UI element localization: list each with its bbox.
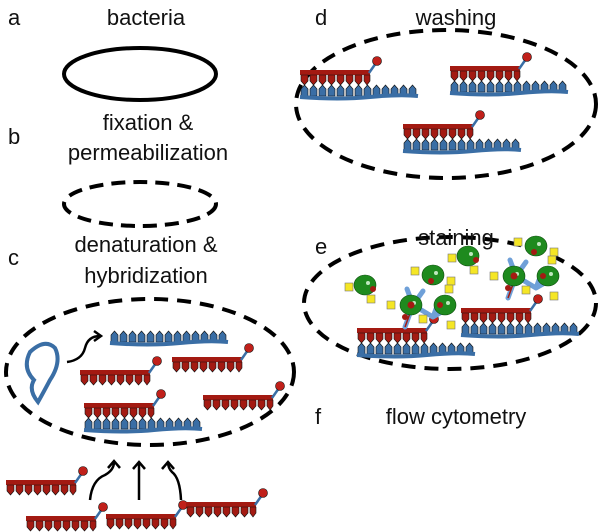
panel-letter-f: f xyxy=(315,404,322,429)
permeabilized-cell xyxy=(62,180,218,228)
panel-letter-c: c xyxy=(8,245,19,270)
antibody-fluorophore-complex xyxy=(345,265,456,329)
panel-title-c-line2: hybridization xyxy=(84,263,208,288)
probe xyxy=(170,342,255,374)
hybridized-probe xyxy=(403,111,521,153)
hybridized-probe xyxy=(300,57,418,99)
panel-title-e: staining xyxy=(418,225,494,250)
panel-title-b-line1: fixation & xyxy=(102,110,194,135)
panel-title-f: flow cytometry xyxy=(385,404,527,429)
panel-letter-e: e xyxy=(315,234,328,259)
probe xyxy=(201,380,286,412)
panel-letter-a: a xyxy=(8,5,21,30)
hybridized-probe xyxy=(461,295,579,337)
genomic-rna-coil xyxy=(24,341,60,406)
panel-letter-d: d xyxy=(315,5,328,30)
hybridized-probe xyxy=(357,315,475,357)
hybridization-cell xyxy=(4,297,296,447)
probe xyxy=(104,499,189,531)
probe xyxy=(24,501,109,532)
target-rna xyxy=(108,329,230,347)
staining-cell xyxy=(302,235,598,371)
probe-entry-arrows xyxy=(88,459,183,501)
panel-letter-b: b xyxy=(8,124,21,149)
hybridized-probe xyxy=(450,53,568,95)
probe xyxy=(78,355,163,387)
bacterium-cell xyxy=(62,46,218,102)
washing-cell xyxy=(294,28,598,180)
panel-title-c-line1: denaturation & xyxy=(74,232,218,257)
hybridized-probe xyxy=(84,390,202,432)
panel-title-d: washing xyxy=(415,5,497,30)
denaturation-arrow xyxy=(66,334,101,364)
arrowhead xyxy=(93,329,104,343)
panel-title-a: bacteria xyxy=(106,5,186,30)
probe xyxy=(184,487,269,519)
panel-title-b-line2: permeabilization xyxy=(67,140,229,165)
probe xyxy=(4,465,89,497)
